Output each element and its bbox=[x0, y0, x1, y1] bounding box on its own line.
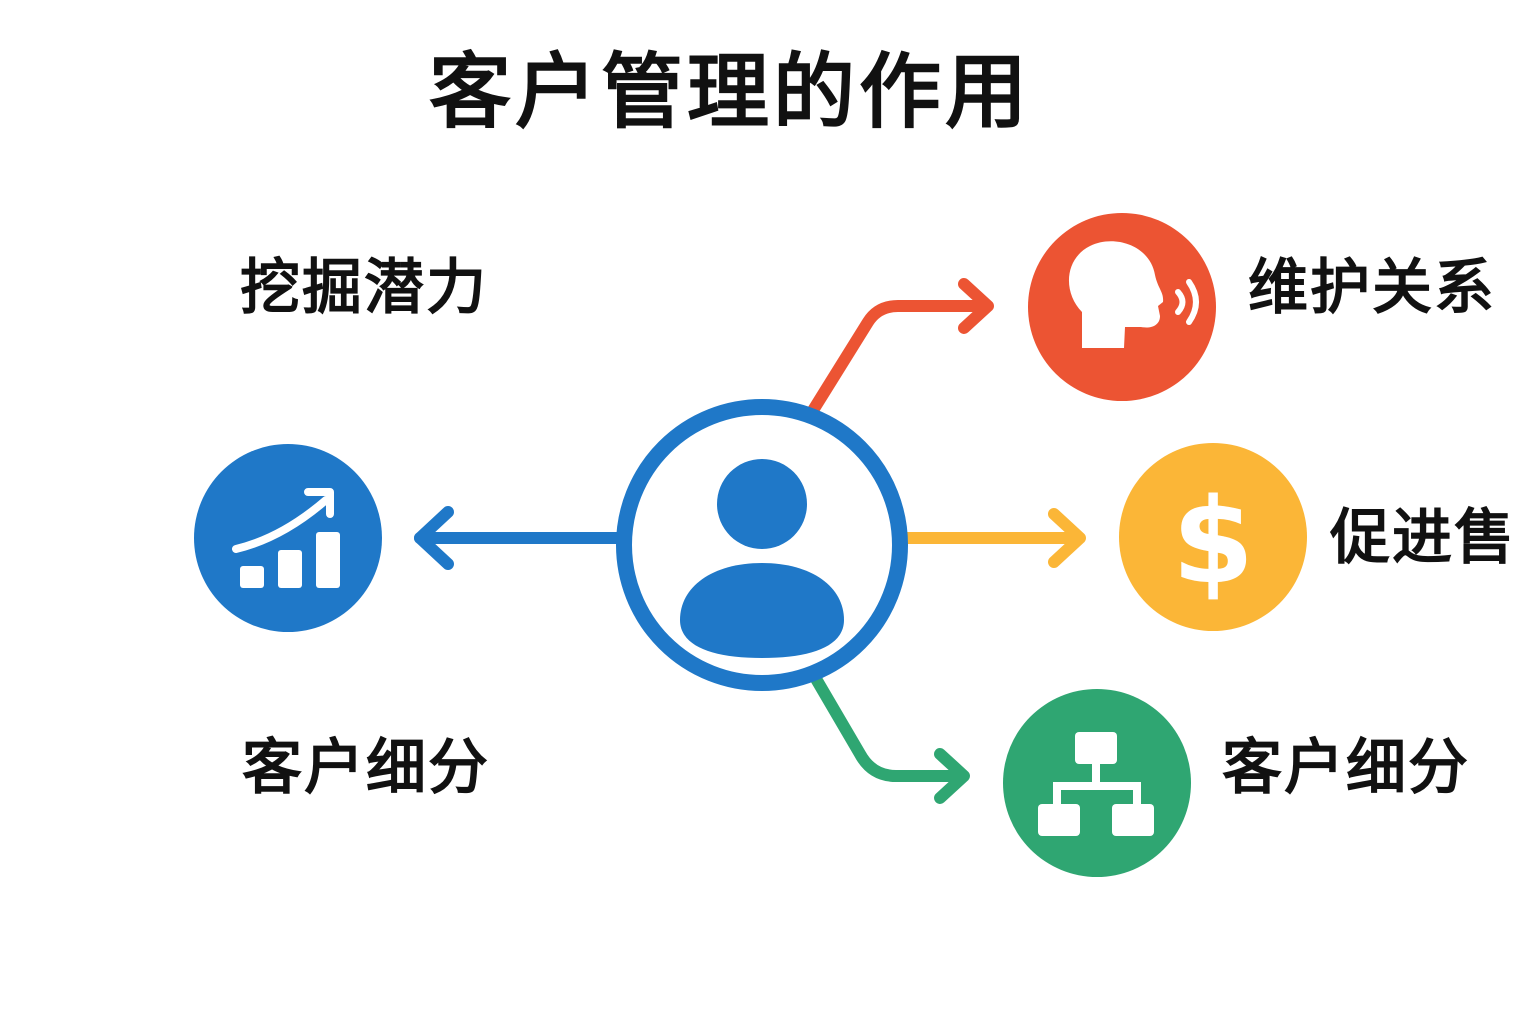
connector-segment bbox=[806, 666, 970, 804]
speaking-head-icon bbox=[1068, 241, 1199, 348]
label-left-segment: 客户细分 bbox=[242, 733, 490, 803]
growth-chart-icon bbox=[232, 488, 340, 588]
growth-node bbox=[194, 444, 382, 632]
connector-left bbox=[414, 506, 626, 570]
label-potential: 挖掘潜力 bbox=[240, 253, 488, 323]
segment-node bbox=[1003, 689, 1191, 877]
connector-sales bbox=[900, 508, 1086, 568]
sales-node: $ bbox=[1119, 443, 1307, 631]
label-relationship: 维护关系 bbox=[1248, 253, 1496, 323]
label-sales: 促进售 bbox=[1330, 503, 1516, 573]
center-customer-node bbox=[616, 399, 908, 691]
diagram-title: 客户管理的作用 bbox=[428, 45, 1031, 140]
connector-relationship bbox=[806, 278, 994, 418]
dollar-icon: $ bbox=[1172, 472, 1254, 610]
hierarchy-icon bbox=[1038, 732, 1154, 836]
label-right-segment: 客户细分 bbox=[1222, 733, 1470, 803]
user-icon bbox=[680, 459, 844, 658]
relationship-node bbox=[1028, 213, 1216, 401]
